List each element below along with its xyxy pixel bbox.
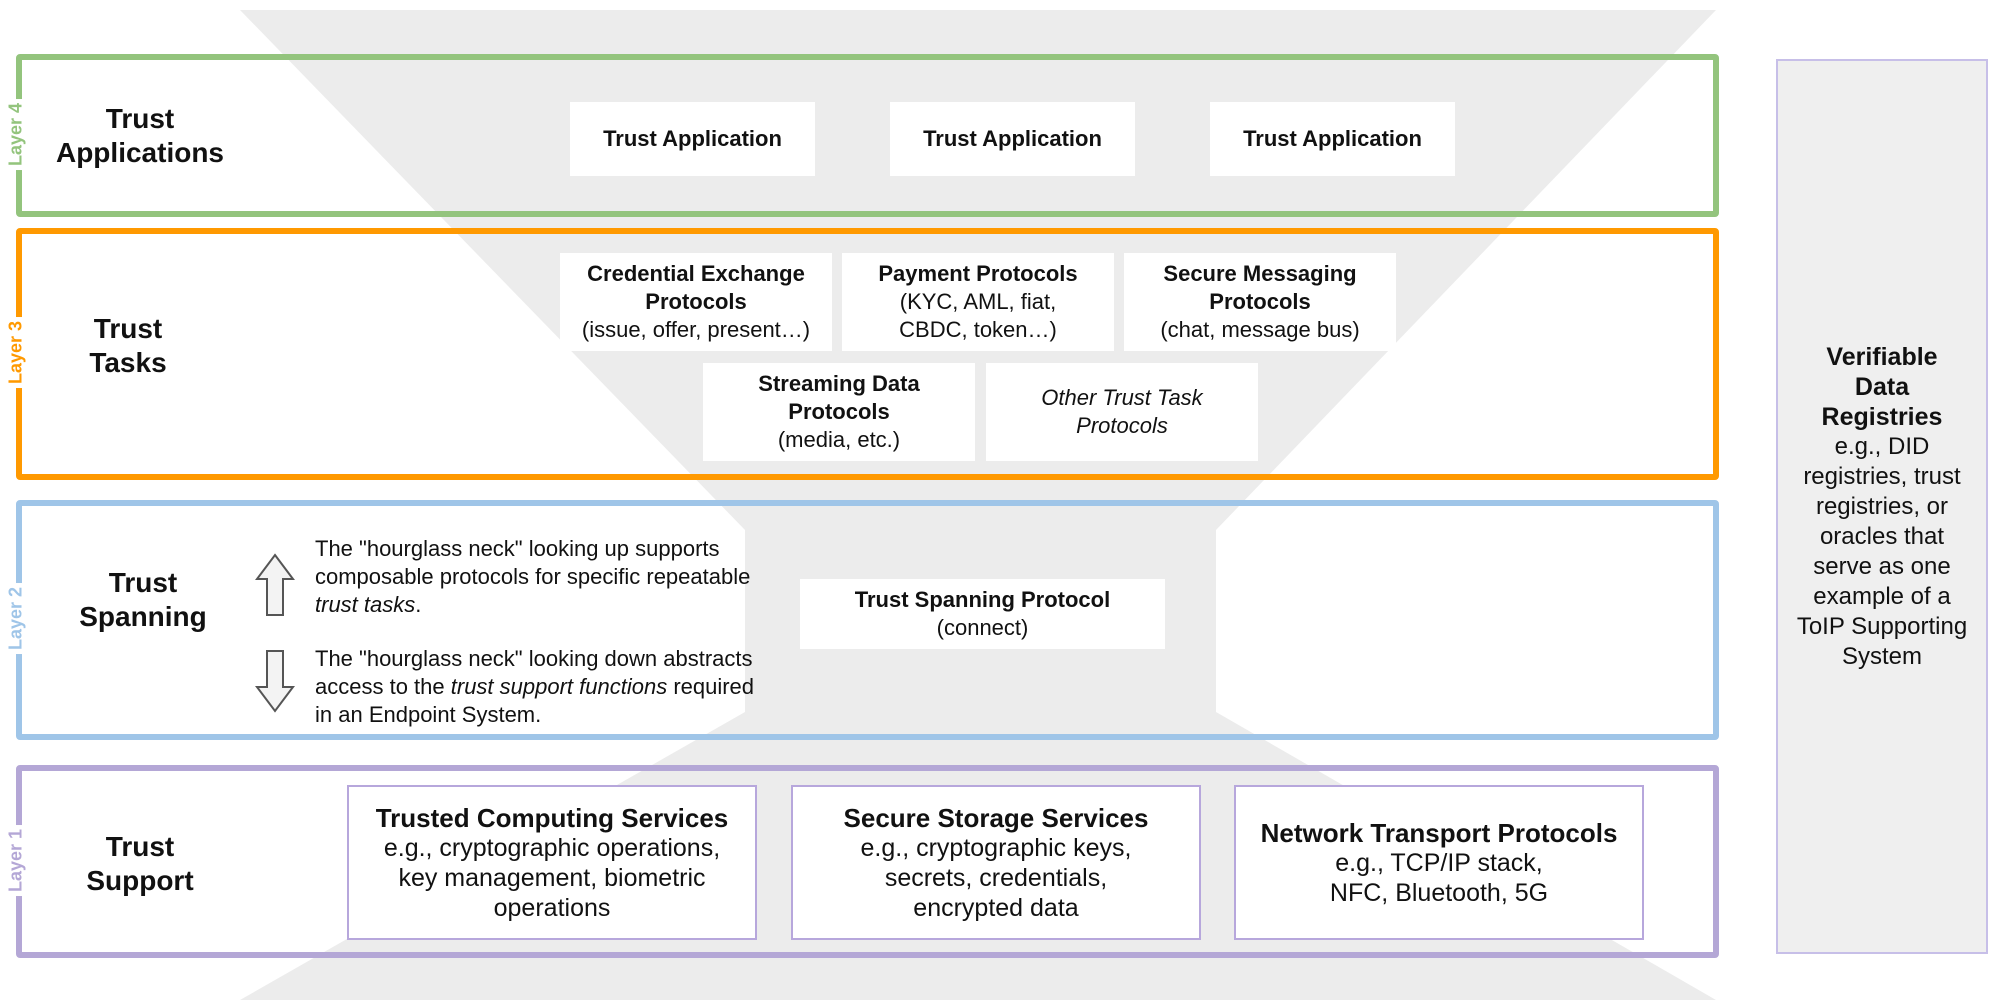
layer-4-tag: Layer 4	[5, 98, 27, 170]
layer-3-band: Layer 3	[5, 228, 1719, 480]
trusted-computing-services-box: Trusted Computing Services e.g., cryptog…	[347, 785, 757, 940]
neck-looking-up-note: The "hourglass neck" looking up supports…	[315, 536, 751, 617]
box-title: Trusted Computing Services	[375, 802, 729, 833]
box-title: Payment Protocols	[878, 261, 1078, 286]
layer-2-band: Layer 2	[5, 500, 1719, 740]
layer-1-title: Trust Support	[86, 831, 194, 896]
streaming-data-protocols-box: Streaming Data Protocols (media, etc.)	[703, 363, 975, 461]
credential-exchange-protocols-box: Credential Exchange Protocols (issue, of…	[560, 253, 832, 351]
neck-looking-down-note: The "hourglass neck" looking down abstra…	[315, 646, 755, 727]
verifiable-data-registries-panel: Verifiable Data Registries e.g., DID reg…	[1776, 59, 1988, 954]
payment-protocols-box: Payment Protocols (KYC, AML, fiat, CBDC,…	[842, 253, 1114, 351]
trust-spanning-protocol-box: Trust Spanning Protocol (connect)	[800, 579, 1165, 649]
layer-2-tag: Layer 2	[5, 582, 27, 655]
box-detail: (media, etc.)	[777, 427, 901, 452]
box-title: Streaming Data Protocols	[758, 371, 920, 424]
registry-detail: e.g., DID registries, trust registries, …	[1796, 432, 1968, 670]
layer-1-band: Layer 1	[5, 765, 1719, 958]
network-transport-protocols-box: Network Transport Protocols e.g., TCP/IP…	[1234, 785, 1644, 940]
box-detail: e.g., TCP/IP stack, NFC, Bluetooth, 5G	[1329, 848, 1549, 907]
trust-application-label: Trust Application	[603, 126, 782, 151]
other-trust-task-protocols-box: Other Trust Task Protocols	[986, 363, 1258, 461]
layer-3-tag: Layer 3	[5, 316, 27, 389]
trust-application-label: Trust Application	[1243, 126, 1422, 151]
box-detail: e.g., cryptographic operations, key mana…	[383, 833, 721, 922]
box-title: Secure Messaging Protocols	[1163, 261, 1357, 314]
trust-application-box: Trust Application	[570, 102, 815, 176]
box-title: Trust Spanning Protocol	[854, 587, 1111, 612]
arrow-down-icon	[255, 650, 295, 713]
box-detail: e.g., cryptographic keys, secrets, crede…	[860, 833, 1132, 922]
box-detail: (connect)	[936, 615, 1029, 640]
layer-2-title: Trust Spanning	[79, 567, 207, 632]
box-title: Secure Storage Services	[843, 802, 1149, 833]
box-italic-label: Other Trust Task Protocols	[1041, 385, 1203, 438]
box-detail: (issue, offer, present…)	[581, 317, 811, 342]
box-detail: (KYC, AML, fiat, CBDC, token…)	[899, 289, 1057, 342]
registry-title: Verifiable Data Registries	[1821, 342, 1943, 431]
arrow-up-icon	[255, 553, 295, 616]
layer-3-title: Trust Tasks	[89, 313, 167, 378]
box-title: Credential Exchange Protocols	[587, 261, 805, 314]
layer-4-title: Trust Applications	[55, 103, 224, 168]
layer-4-band: Layer 4	[5, 54, 1719, 217]
box-title: Network Transport Protocols	[1260, 817, 1618, 848]
trust-application-box: Trust Application	[890, 102, 1135, 176]
secure-storage-services-box: Secure Storage Services e.g., cryptograp…	[791, 785, 1201, 940]
trust-application-box: Trust Application	[1210, 102, 1455, 176]
trust-application-label: Trust Application	[923, 126, 1102, 151]
box-detail: (chat, message bus)	[1160, 317, 1360, 342]
secure-messaging-protocols-box: Secure Messaging Protocols (chat, messag…	[1124, 253, 1396, 351]
layer-1-tag: Layer 1	[5, 824, 27, 896]
